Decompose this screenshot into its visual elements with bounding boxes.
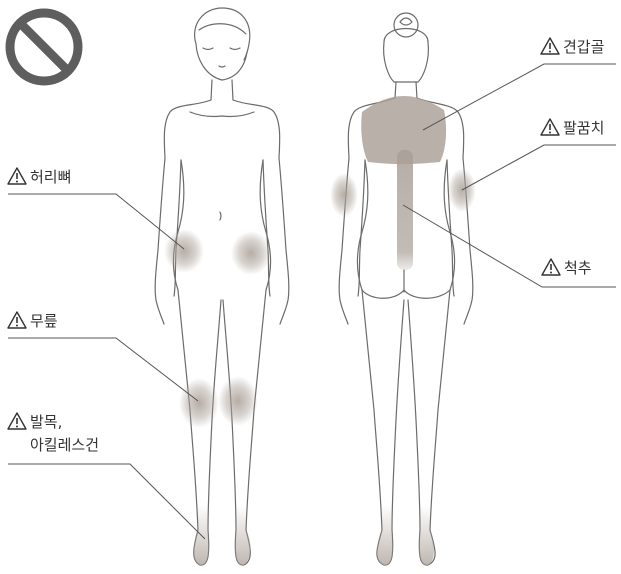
hip-spot-right — [231, 231, 271, 275]
label-spine: 척추 — [541, 258, 592, 277]
label-knee: 무릎 — [7, 311, 58, 330]
knee-spot-right — [218, 376, 258, 426]
label-ankle-text-line2: 아킬레스건 — [30, 436, 99, 454]
label-hip-text: 허리뼈 — [30, 168, 71, 186]
knee-leader-line — [8, 338, 198, 401]
ankle-leader-line — [8, 464, 205, 539]
label-spine-text: 척추 — [564, 259, 592, 277]
prohibition-icon — [10, 13, 78, 81]
warning-triangle-icon — [540, 37, 560, 55]
warning-triangle-icon — [7, 167, 27, 185]
warning-triangle-icon — [541, 258, 561, 276]
warning-triangle-icon — [7, 412, 27, 430]
hip-leader-line — [8, 194, 184, 249]
hip-spot-left — [164, 229, 204, 273]
warning-triangle-icon — [7, 311, 27, 329]
label-elbow: 팔꿈치 — [540, 118, 604, 137]
heel-spot-left — [377, 505, 393, 565]
knee-spot-left — [179, 378, 219, 428]
label-ankle: 발목, — [7, 412, 62, 431]
label-scapula: 견갑골 — [540, 37, 604, 56]
elbow-leader-line — [462, 145, 616, 190]
back-figure — [339, 13, 473, 565]
warning-triangle-icon — [540, 118, 560, 136]
label-knee-text: 무릎 — [30, 312, 58, 330]
label-ankle-text-line1: 발목, — [30, 413, 62, 431]
front-figure — [155, 8, 289, 565]
label-hip: 허리뼈 — [7, 167, 71, 186]
label-elbow-text: 팔꿈치 — [563, 119, 604, 137]
ankle-spot-right — [235, 505, 250, 565]
label-scapula-text: 견갑골 — [563, 38, 604, 56]
label-ankle-line2: 아킬레스건 — [30, 436, 99, 454]
elbow-spot-left — [330, 173, 358, 217]
